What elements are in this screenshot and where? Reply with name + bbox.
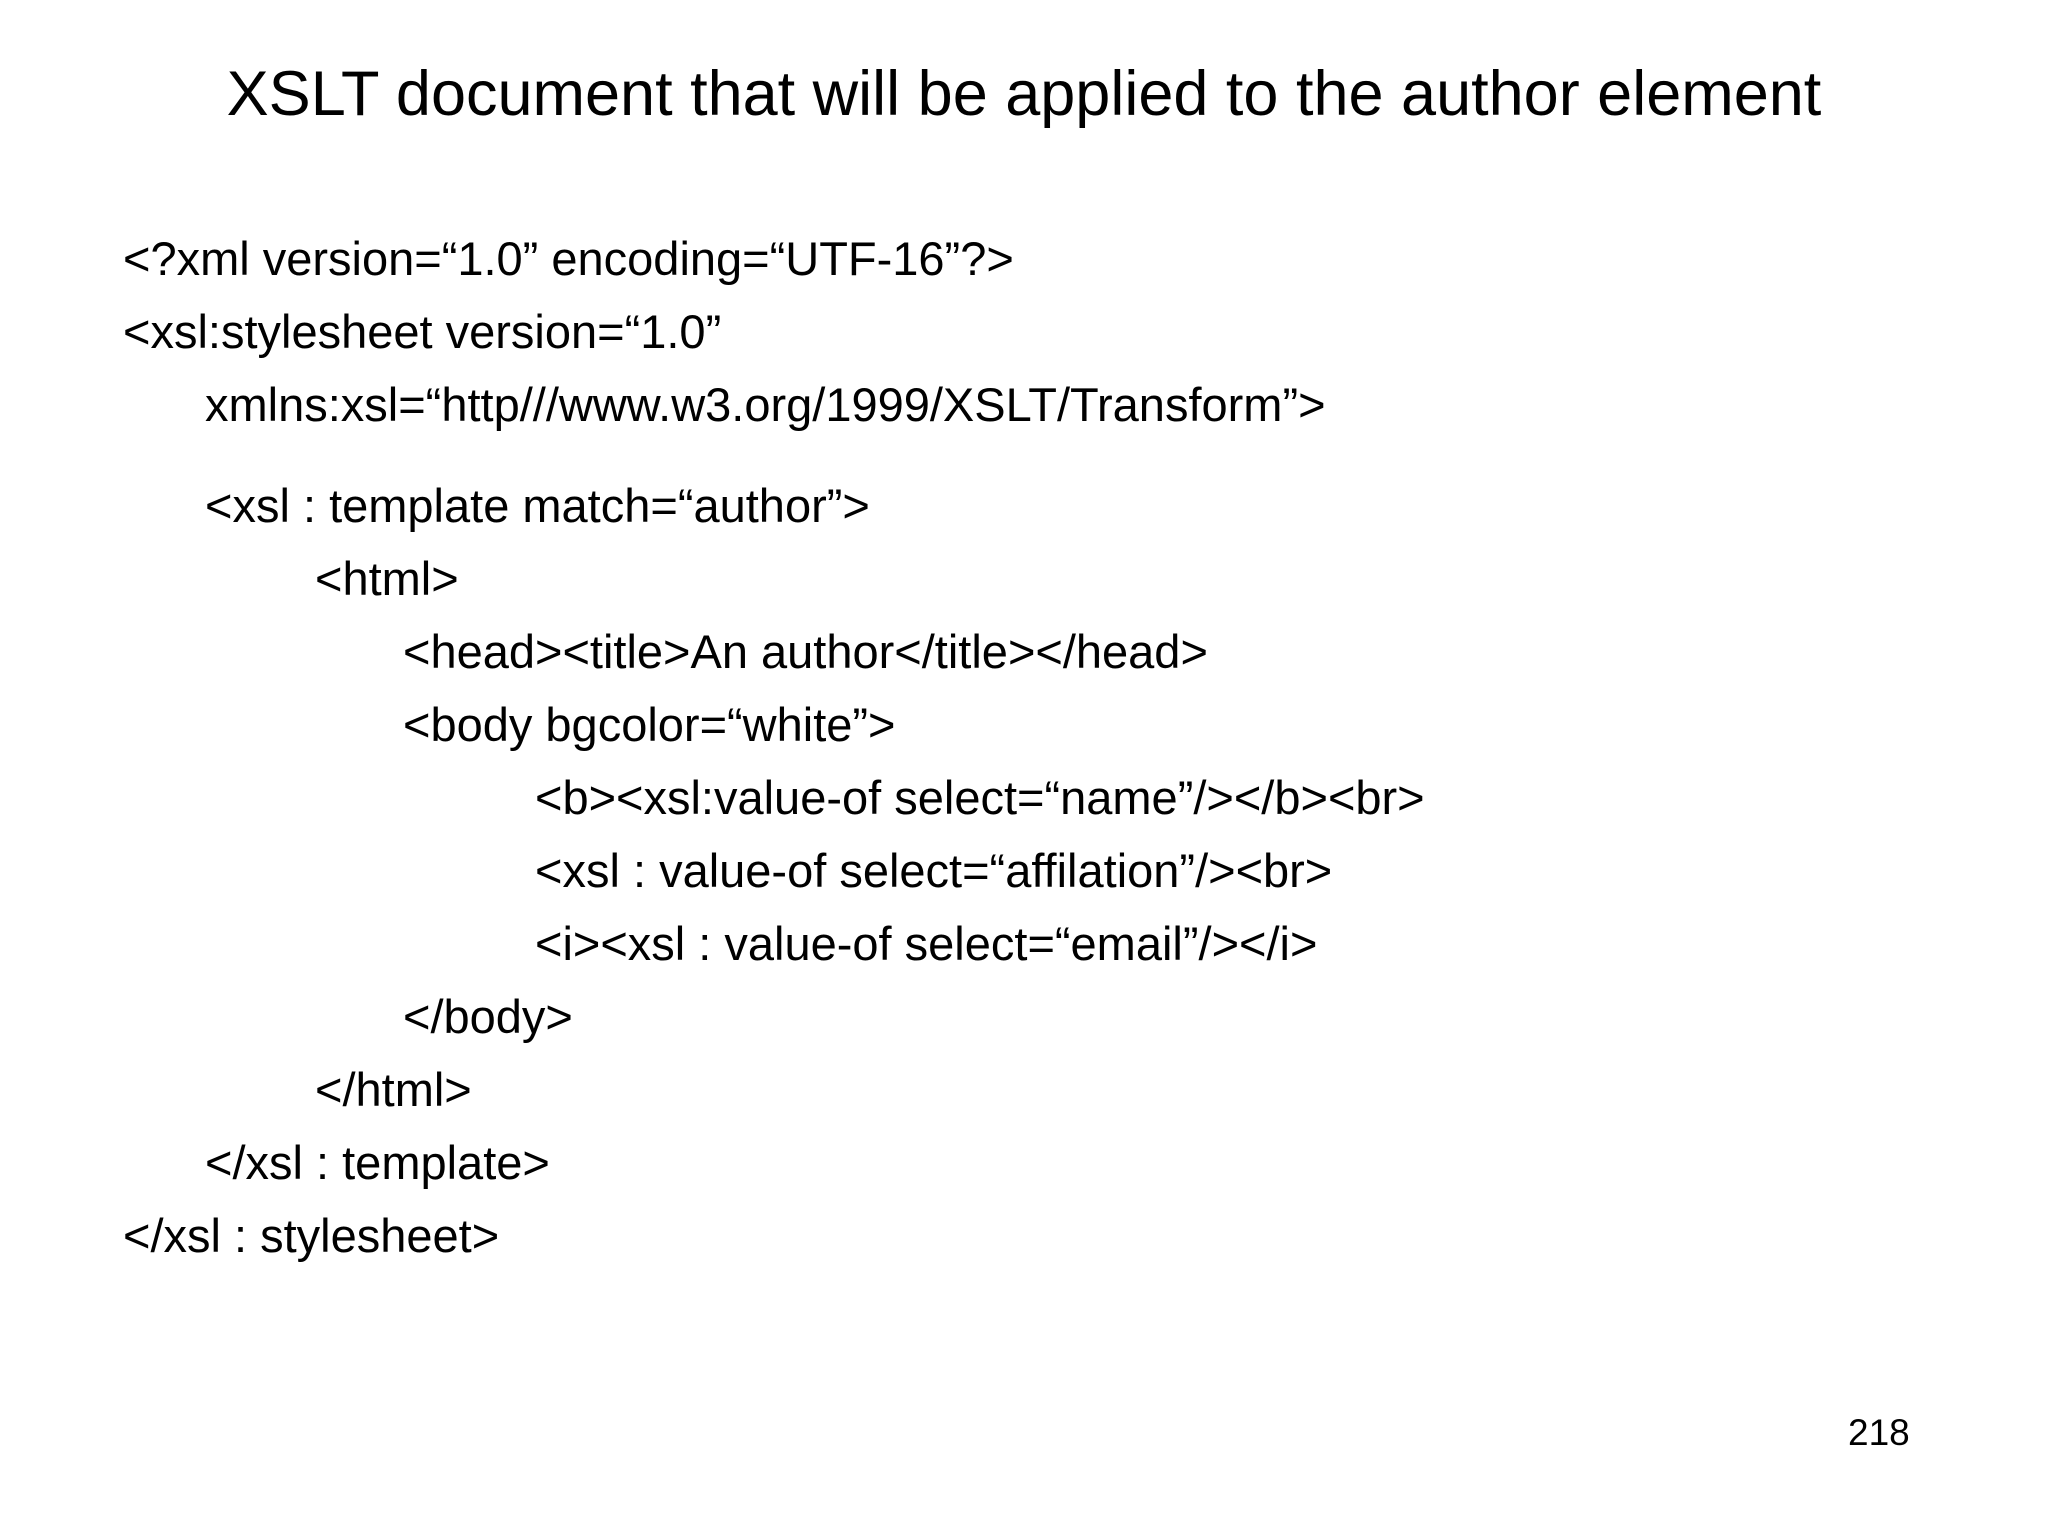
code-line-value-of-name: <b><xsl:value-of select=“name”/></b><br> [535, 771, 1425, 824]
code-block: <?xml version=“1.0” encoding=“UTF-16”?> … [0, 222, 2048, 1272]
code-line-xml-declaration: <?xml version=“1.0” encoding=“UTF-16”?> [123, 232, 1014, 285]
code-line-html-open: <html> [315, 552, 459, 605]
code-line-template-open: <xsl : template match=“author”> [205, 479, 870, 532]
code-line-body-open: <body bgcolor=“white”> [403, 698, 896, 751]
code-line-xmlns: xmlns:xsl=“http///www.w3.org/1999/XSLT/T… [205, 378, 1326, 431]
slide-title: XSLT document that will be applied to th… [226, 59, 1822, 129]
code-line-value-of-affilation: <xsl : value-of select=“affilation”/><br… [535, 844, 1333, 897]
code-line-stylesheet-open: <xsl:stylesheet version=“1.0” [123, 305, 722, 358]
code-line-template-close: </xsl : template> [205, 1136, 550, 1189]
code-line-stylesheet-close: </xsl : stylesheet> [123, 1209, 500, 1262]
page-number: 218 [1848, 1412, 1910, 1453]
code-line-value-of-email: <i><xsl : value-of select=“email”/></i> [535, 917, 1318, 970]
code-line-html-close: </html> [315, 1063, 472, 1116]
code-line-head-title: <head><title>An author</title></head> [403, 625, 1208, 678]
code-line-body-close: </body> [403, 990, 573, 1043]
